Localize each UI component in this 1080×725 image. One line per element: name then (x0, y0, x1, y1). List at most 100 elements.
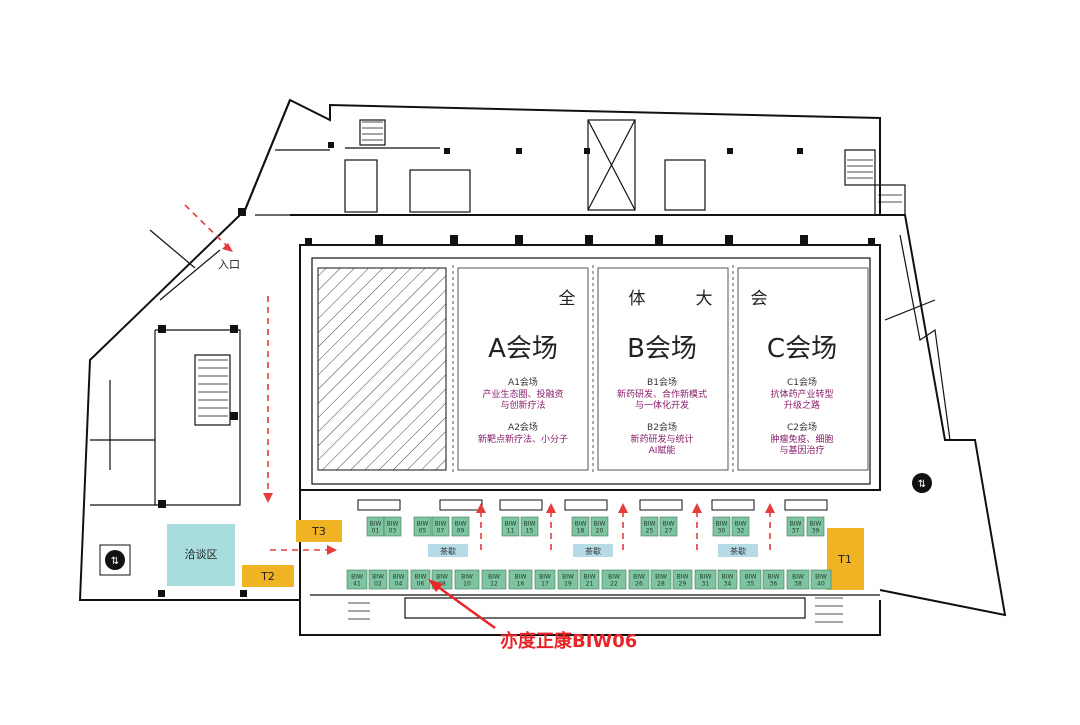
booth-number: 29 (679, 581, 687, 588)
hall-doors (357, 499, 828, 511)
svg-text:与一体化开发: 与一体化开发 (635, 399, 689, 411)
booth-box (368, 569, 388, 590)
hall-b[interactable] (597, 267, 729, 471)
terminal-t1[interactable]: T1 (827, 528, 864, 590)
booth-number: 01 (372, 528, 380, 535)
svg-text:C2会场: C2会场 (787, 421, 817, 433)
booth-prefix: BIW (655, 574, 667, 581)
svg-text:B1会场: B1会场 (647, 376, 677, 388)
booth-box (601, 569, 627, 590)
svg-text:抗体药产业转型: 抗体药产业转型 (770, 388, 833, 400)
svg-text:洽谈区: 洽谈区 (185, 548, 218, 561)
booth-prefix: BIW (372, 574, 384, 581)
plenary-label: 全 体 大 会 (559, 289, 768, 309)
entrance-label: 入口 (218, 258, 240, 271)
svg-text:AI赋能: AI赋能 (649, 444, 676, 456)
booth-prefix: BIW (700, 574, 712, 581)
svg-text:体: 体 (629, 289, 648, 309)
booth-box (508, 569, 533, 590)
booth-prefix: BIW (370, 521, 382, 528)
booth-prefix: BIW (387, 521, 399, 528)
svg-text:⇅: ⇅ (111, 556, 119, 567)
booth-prefix: BIW (505, 521, 517, 528)
booth-prefix: BIW (815, 574, 827, 581)
svg-text:T3: T3 (311, 525, 326, 538)
hall-c-title: C会场 (767, 334, 837, 364)
booth-prefix: BIW (677, 574, 689, 581)
elevator-icon-right: ⇅ (912, 473, 932, 493)
booth-number: 30 (718, 528, 726, 535)
booth-prefix: BIW (417, 521, 429, 528)
negotiation-area[interactable]: 洽谈区 (167, 524, 235, 586)
booth-number: 03 (389, 528, 397, 535)
booth-number: 19 (564, 581, 572, 588)
booth-box (388, 569, 409, 590)
tea-breaks: 茶歇 茶歇 茶歇 (428, 544, 758, 557)
booth-prefix: BIW (351, 574, 363, 581)
booth-number: 36 (770, 581, 778, 588)
hall-c[interactable] (737, 267, 869, 471)
booth-number: 31 (702, 581, 710, 588)
booth-number: 32 (737, 528, 745, 535)
booth-number: 39 (812, 528, 820, 535)
booth-box (640, 516, 659, 537)
svg-text:全: 全 (559, 289, 578, 309)
callout-label: 亦度正康BIW06 (500, 630, 637, 652)
booth-lower-06[interactable]: BIW06 (410, 569, 431, 590)
reserved-area (317, 267, 447, 471)
terminal-t3[interactable]: T3 (296, 520, 342, 542)
booth-number: 12 (490, 581, 498, 588)
booth-box (571, 516, 590, 537)
booth-number: 18 (577, 528, 585, 535)
booth-prefix: BIW (644, 521, 656, 528)
hall-b-title: B会场 (627, 334, 697, 364)
booth-box (786, 516, 805, 537)
booth-box (410, 569, 431, 590)
booth-box (451, 516, 470, 537)
terminal-t2[interactable]: T2 (242, 565, 294, 587)
booth-prefix: BIW (515, 574, 527, 581)
svg-text:C1会场: C1会场 (787, 376, 817, 388)
booth-box (672, 569, 693, 590)
booth-box (579, 569, 600, 590)
booth-prefix: BIW (633, 574, 645, 581)
booth-box (762, 569, 785, 590)
hall-a[interactable] (457, 267, 589, 471)
